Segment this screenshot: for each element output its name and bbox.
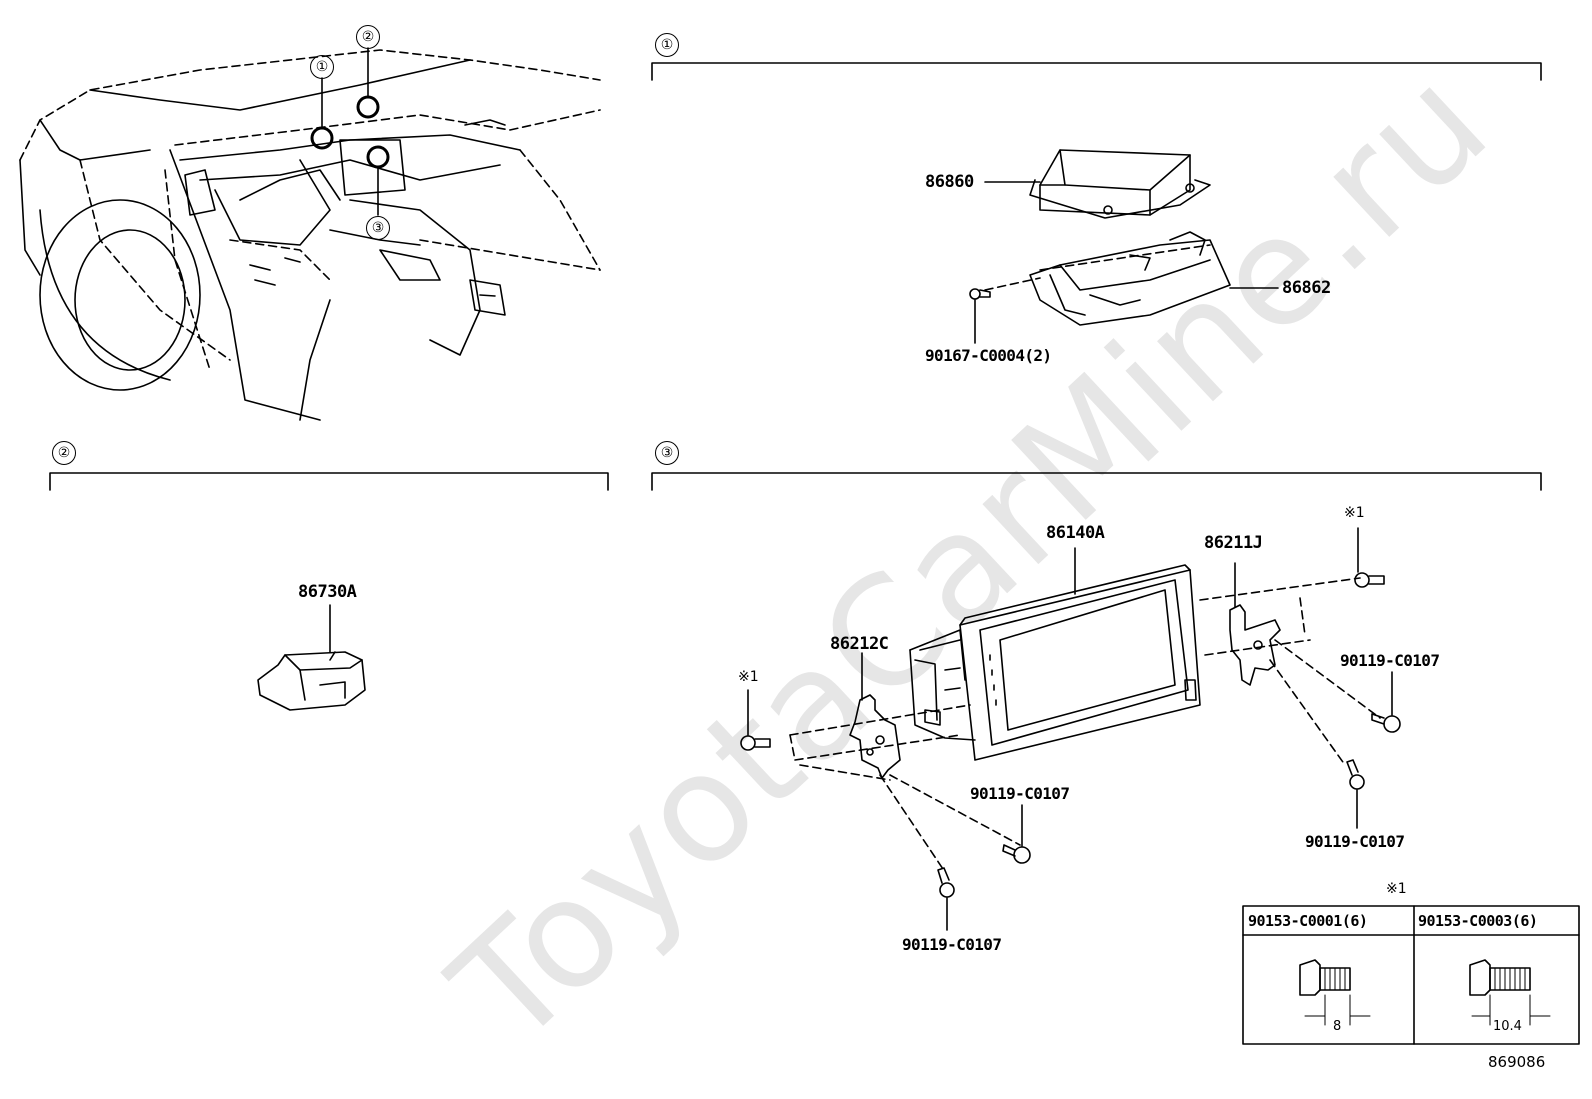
part-label-86862[interactable]: 86862 (1282, 278, 1331, 298)
ref-note-top: ※1 (1344, 505, 1365, 521)
bracket-86862-drawing (969, 231, 1279, 344)
part-label-86140A[interactable]: 86140A (1046, 523, 1105, 543)
overview-callout-2: ② (356, 25, 380, 49)
module-86730A-drawing (257, 604, 366, 711)
overview-callout-3: ③ (366, 216, 390, 240)
screw-drawings (740, 527, 1401, 931)
ref-note-left: ※1 (738, 669, 759, 685)
table-dim2: 10.4 (1493, 1019, 1522, 1034)
bracket-86211J-drawing (1199, 562, 1381, 766)
table-col1-header[interactable]: 90153-C0001(6) (1248, 912, 1368, 930)
part-label-90119-bottom[interactable]: 90119-C0107 (902, 935, 1002, 954)
car-interior-overview (19, 47, 601, 421)
ecu-86860-drawing (984, 149, 1211, 219)
part-label-86730A[interactable]: 86730A (298, 582, 357, 602)
part-label-86212C[interactable]: 86212C (830, 634, 889, 654)
section1-marker: ① (655, 33, 679, 57)
part-label-86860[interactable]: 86860 (925, 172, 974, 192)
section1-frame (651, 62, 1542, 81)
part-label-90119-center[interactable]: 90119-C0107 (970, 784, 1070, 803)
diagram-code: 869086 (1488, 1053, 1546, 1071)
section3-frame (651, 472, 1542, 491)
section2-frame (49, 472, 609, 491)
bracket-86212C-drawing (789, 652, 1021, 873)
ref-note-table: ※1 (1386, 881, 1407, 897)
part-label-90119-lower-right[interactable]: 90119-C0107 (1305, 832, 1405, 851)
fastener-table (1242, 905, 1580, 1045)
part-label-86211J[interactable]: 86211J (1204, 533, 1263, 553)
part-label-90167[interactable]: 90167-C0004(2) (925, 346, 1052, 365)
section2-marker: ② (52, 441, 76, 465)
overview-callout-1: ① (310, 55, 334, 79)
table-col2-header[interactable]: 90153-C0003(6) (1418, 912, 1538, 930)
display-86140A-drawing (909, 547, 1201, 761)
part-label-90119-right[interactable]: 90119-C0107 (1340, 651, 1440, 670)
section3-marker: ③ (655, 441, 679, 465)
table-dim1: 8 (1333, 1019, 1342, 1034)
